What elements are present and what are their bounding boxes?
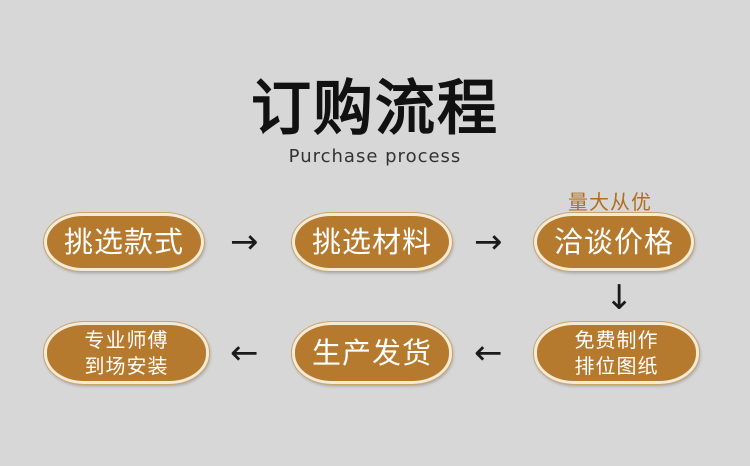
arrow-right-icon: → [474, 222, 503, 262]
step-select-material-label: 挑选材料 [311, 225, 432, 259]
step-select-material: 挑选材料 [292, 213, 452, 271]
arrow-right-icon: → [230, 222, 259, 262]
step-free-design-line2: 排位图纸 [574, 354, 659, 378]
step-negotiate-price-label: 洽谈价格 [553, 225, 674, 259]
step-installation-line2: 到场安装 [84, 354, 169, 378]
page-subtitle: Purchase process [288, 146, 462, 167]
step-installation-line1: 专业师傅 [84, 328, 169, 352]
step-negotiate-price: 洽谈价格 [534, 213, 694, 271]
step-select-style-label: 挑选款式 [63, 225, 184, 259]
page-title: 订购流程 [251, 74, 499, 144]
step-production-shipping-label: 生产发货 [311, 336, 432, 370]
arrow-left-icon: ← [230, 333, 259, 373]
step-free-design: 免费制作 排位图纸 [534, 322, 699, 384]
step-installation: 专业师傅 到场安装 [44, 322, 209, 384]
step-production-shipping: 生产发货 [292, 322, 452, 384]
arrow-left-icon: ← [474, 333, 503, 373]
bulk-discount-note: 量大从优 [568, 190, 652, 214]
step-select-style: 挑选款式 [44, 213, 204, 271]
arrow-down-icon: ↓ [605, 278, 634, 318]
step-free-design-line1: 免费制作 [574, 328, 659, 352]
